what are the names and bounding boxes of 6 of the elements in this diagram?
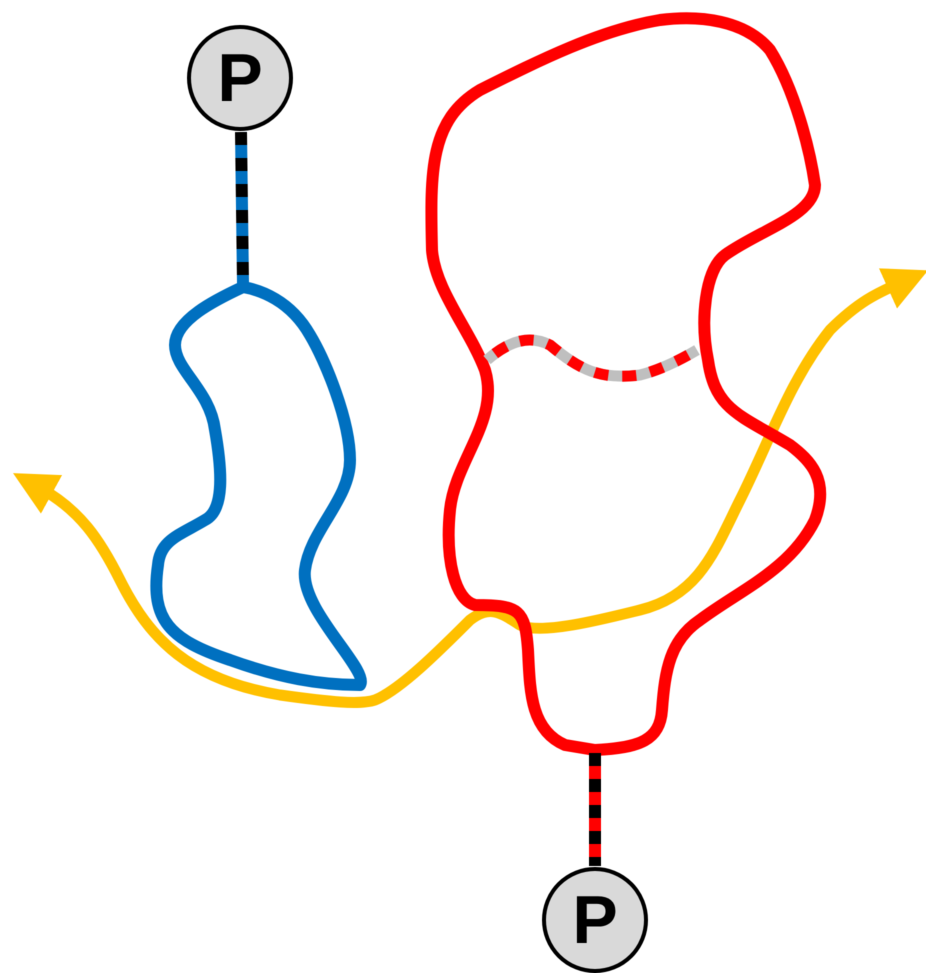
node-letter: P [217,44,263,112]
loop-outline [425,12,826,756]
linker-line [235,132,249,284]
node-letter: P [572,886,618,954]
loop-outline [150,281,367,691]
linker-line [589,753,601,866]
